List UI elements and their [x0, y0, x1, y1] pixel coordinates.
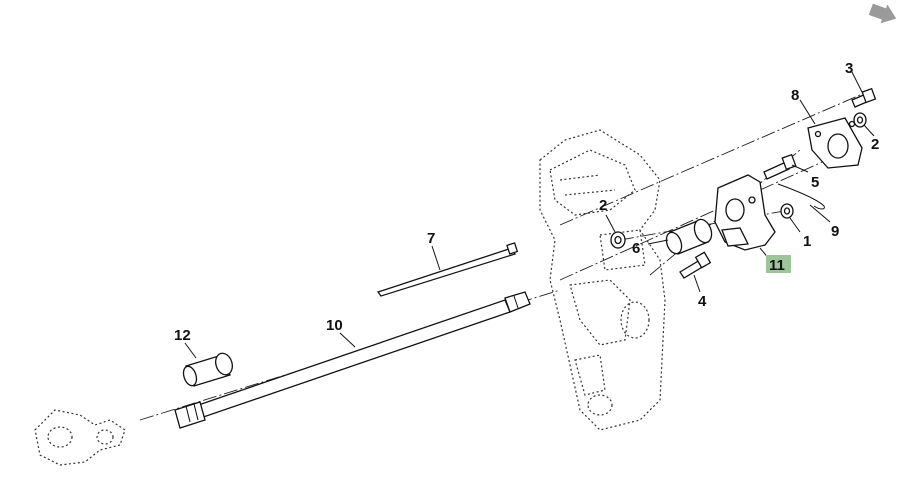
callout-1: 1	[803, 233, 811, 250]
part-2-nut-left	[610, 231, 626, 249]
callout-12: 12	[174, 327, 191, 344]
callout-4: 4	[698, 293, 707, 310]
part-6-sleeve	[665, 218, 713, 255]
callout-2-left: 2	[599, 197, 607, 214]
callout-5: 5	[811, 174, 819, 191]
part-10-shaft	[174, 291, 531, 429]
callout-6: 6	[632, 240, 640, 257]
leader-lines	[184, 71, 875, 359]
callout-11: 11	[769, 257, 785, 274]
callout-7: 7	[427, 230, 435, 247]
part-1-nut	[780, 203, 794, 219]
callout-8: 8	[791, 87, 799, 104]
callout-3: 3	[845, 60, 853, 77]
callout-9: 9	[831, 223, 839, 240]
callout-10: 10	[326, 317, 343, 334]
linkage-part	[34, 409, 126, 466]
part-12-bushing	[182, 352, 233, 387]
part-2-nut-right	[853, 112, 867, 128]
callout-2-right: 2	[871, 136, 879, 153]
part-9-pin	[777, 183, 825, 210]
callout-11-highlight[interactable]: 11	[766, 255, 791, 274]
part-5-bolt	[763, 153, 797, 180]
part-11-bracket	[714, 174, 776, 251]
arrow-right-icon[interactable]	[867, 0, 899, 28]
part-4-bolt	[679, 251, 712, 279]
part-3-bolt	[851, 87, 877, 108]
main-frame-housing	[539, 129, 666, 431]
part-7-rod	[376, 242, 519, 297]
part-8-plate	[807, 117, 863, 169]
